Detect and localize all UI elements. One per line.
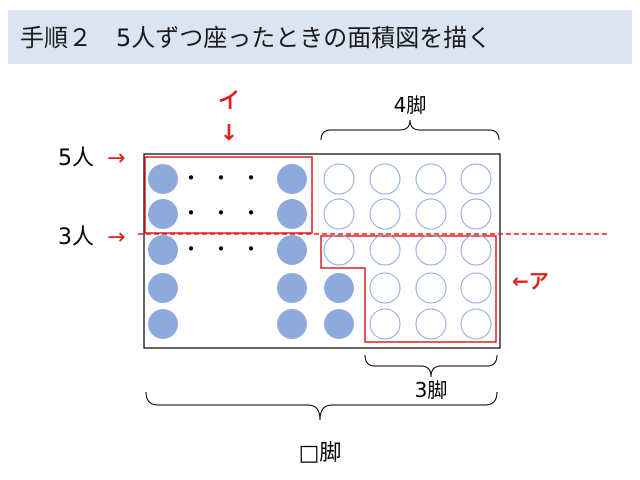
region-a-outline xyxy=(320,235,497,343)
filled-seat xyxy=(277,309,307,339)
filled-seat xyxy=(148,199,178,229)
total-legs-brace xyxy=(145,391,498,421)
empty-seat xyxy=(415,198,447,230)
area-rectangle xyxy=(143,153,501,349)
ellipsis-row-3: ・・・ xyxy=(181,237,271,261)
label-three-legs: 3脚 xyxy=(415,378,448,402)
filled-seat xyxy=(277,273,307,303)
page-title: 手順２ 5人ずつ座ったときの面積図を描く xyxy=(20,24,492,52)
filled-seat xyxy=(148,273,178,303)
empty-seat xyxy=(415,272,447,304)
label-total-legs: □脚 xyxy=(299,441,342,466)
filled-seat xyxy=(148,164,178,194)
empty-seat xyxy=(460,272,492,304)
arrow-down-i: ↓ xyxy=(220,121,238,146)
filled-seat xyxy=(148,235,178,265)
empty-seat xyxy=(369,234,401,266)
empty-seat xyxy=(369,198,401,230)
empty-seat xyxy=(415,163,447,195)
label-i: イ xyxy=(218,89,240,114)
filled-seat xyxy=(277,199,307,229)
empty-seat xyxy=(323,163,355,195)
empty-seat xyxy=(460,198,492,230)
empty-seat xyxy=(460,234,492,266)
label-three-people: 3人 xyxy=(58,225,94,250)
four-legs-brace xyxy=(320,119,500,141)
empty-seat xyxy=(415,308,447,340)
empty-seat xyxy=(369,163,401,195)
empty-seat xyxy=(460,163,492,195)
filled-seat xyxy=(148,309,178,339)
region-i-outline xyxy=(144,156,313,234)
empty-seat xyxy=(323,234,355,266)
filled-seat xyxy=(277,235,307,265)
ellipsis-row-1: ・・・ xyxy=(181,166,271,190)
empty-seat xyxy=(415,234,447,266)
arrow-five-people: → xyxy=(107,146,125,171)
empty-seats xyxy=(323,163,492,340)
filled-seat xyxy=(324,273,354,303)
filled-seats xyxy=(148,164,354,339)
three-legs-brace xyxy=(364,354,498,378)
filled-seat xyxy=(277,164,307,194)
empty-seat xyxy=(460,308,492,340)
title-bar xyxy=(8,10,632,64)
empty-seat xyxy=(323,198,355,230)
label-five-people: 5人 xyxy=(58,146,94,171)
arrow-three-people: → xyxy=(107,225,125,250)
label-four-legs: 4脚 xyxy=(394,93,427,117)
ellipsis-row-2: ・・・ xyxy=(181,201,271,225)
filled-seat xyxy=(324,309,354,339)
empty-seat xyxy=(369,308,401,340)
empty-seat xyxy=(369,272,401,304)
label-a: ←ア xyxy=(512,269,549,293)
